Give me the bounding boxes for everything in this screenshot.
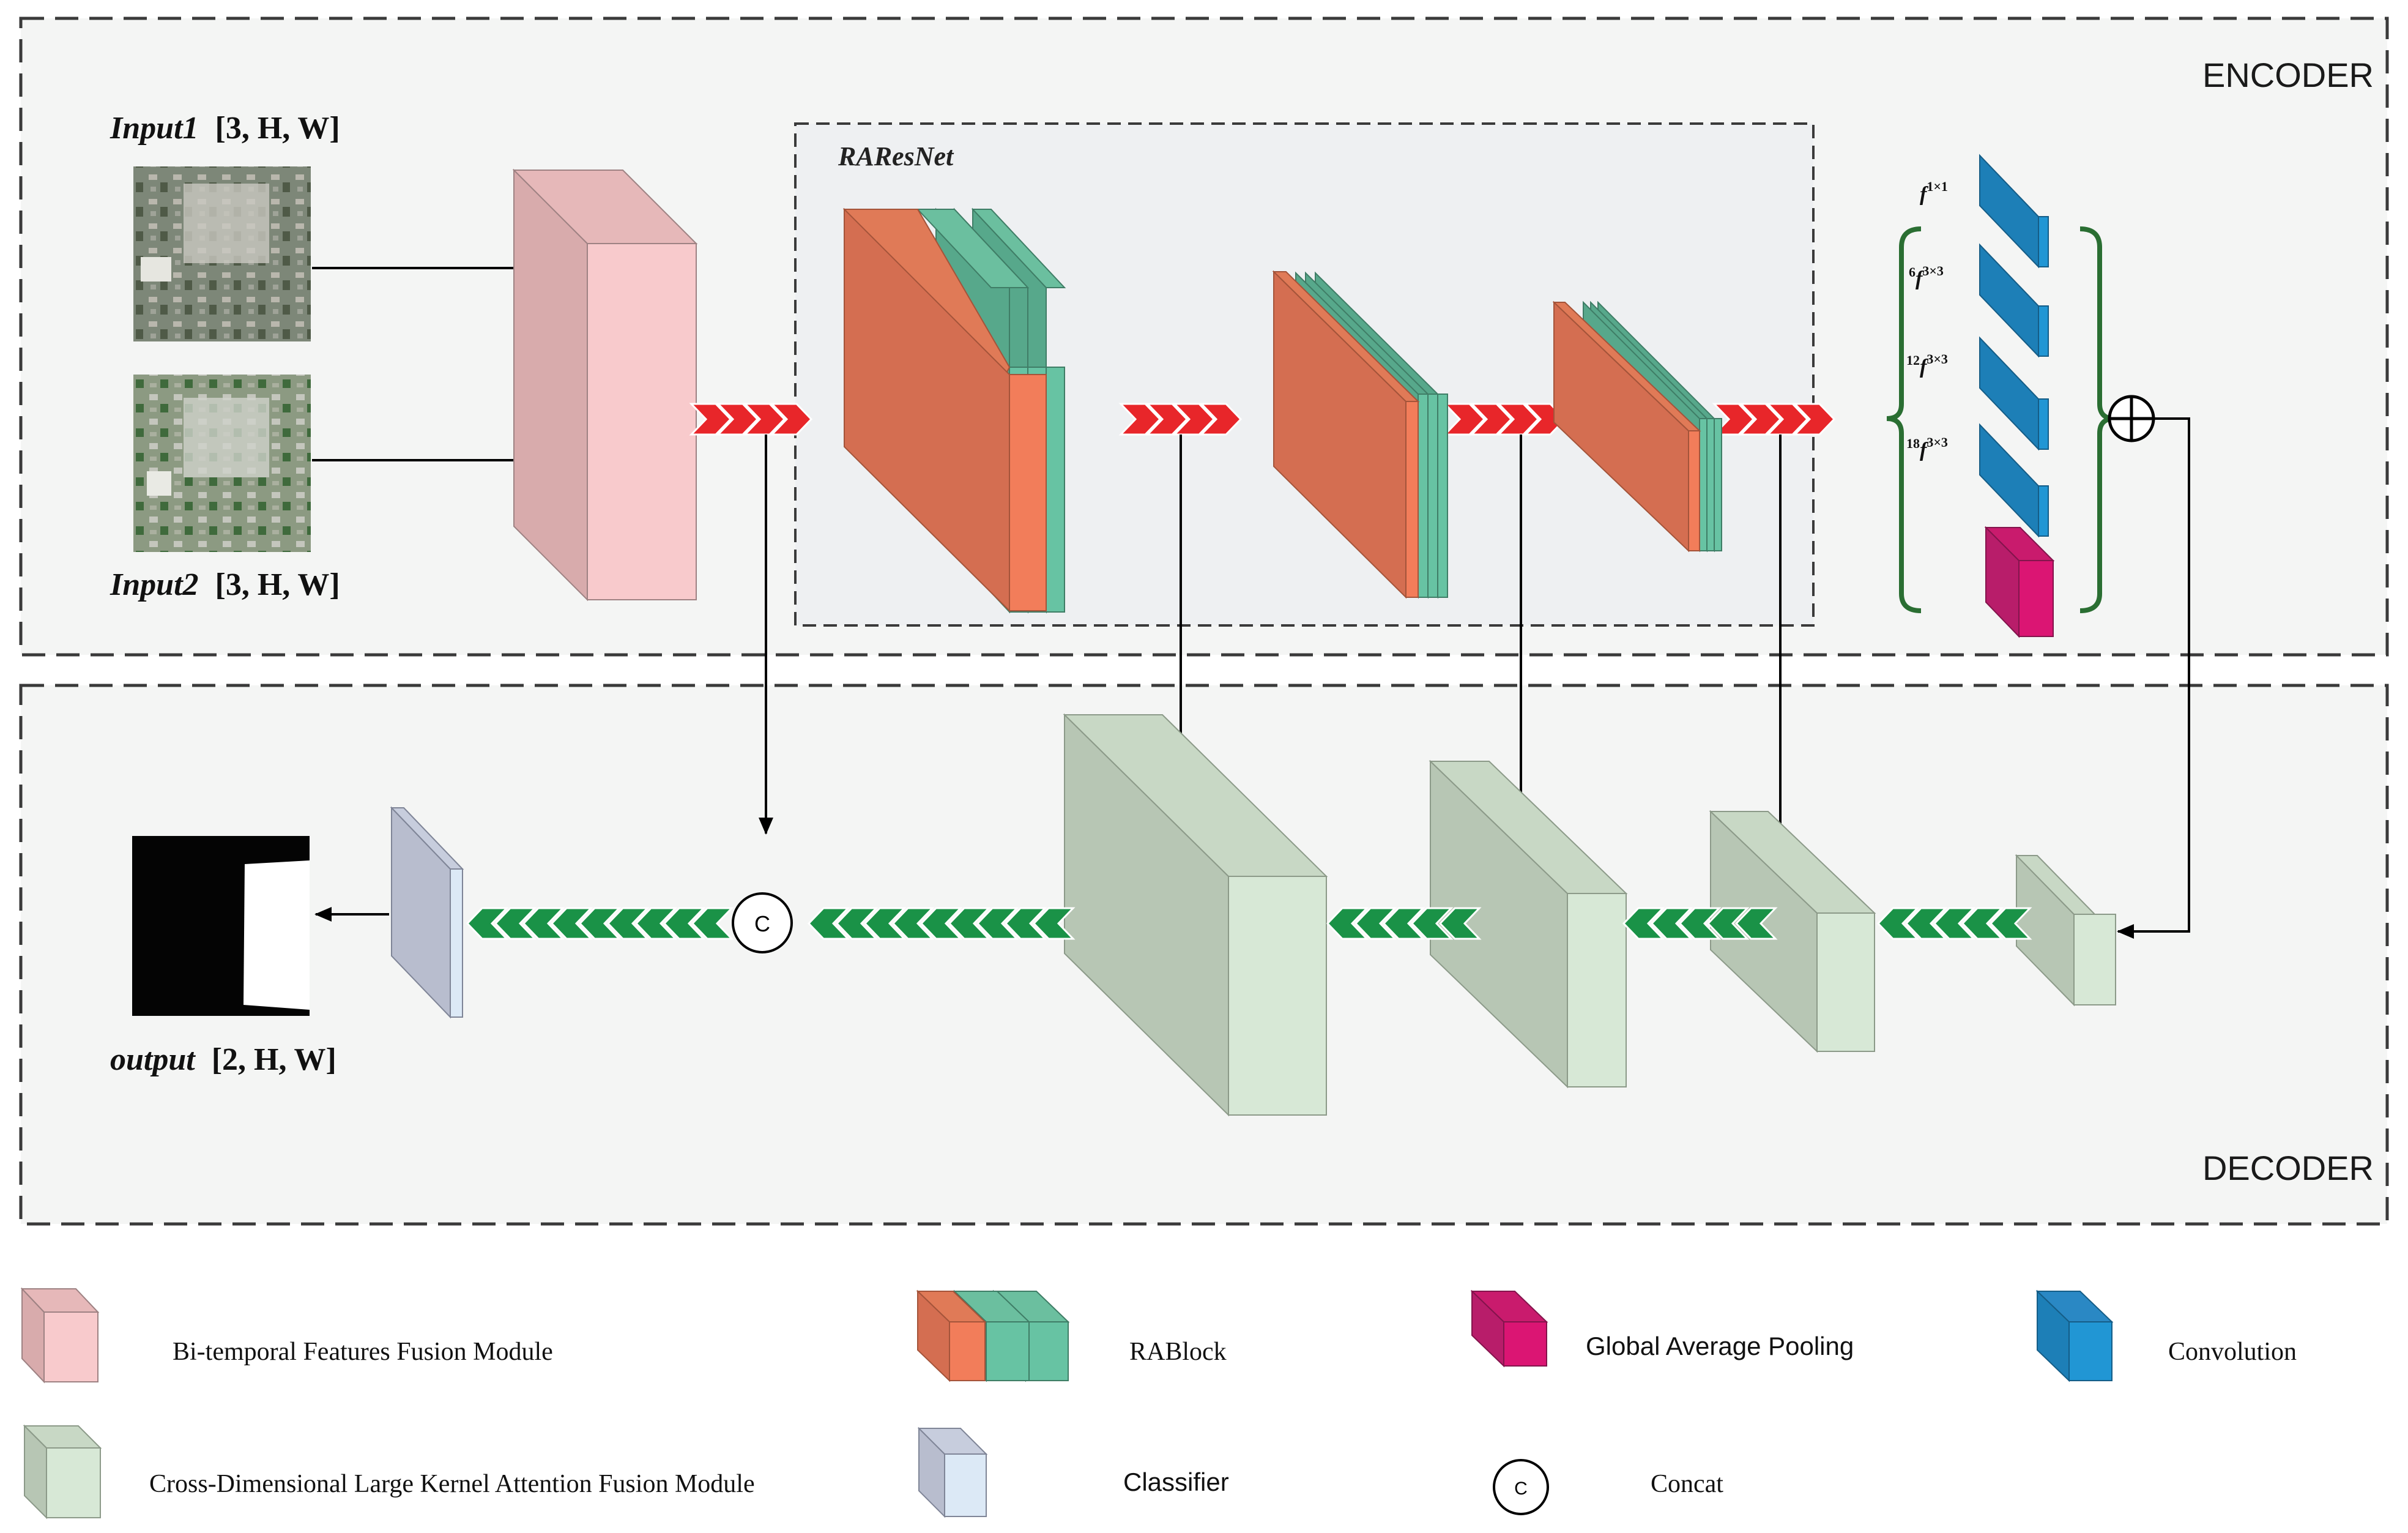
red-chevrons-2	[1120, 403, 1242, 436]
bffm-block	[512, 168, 698, 602]
aspp-label-rate12: 12f3×3	[1906, 351, 1948, 378]
red-chevrons-3	[1444, 403, 1566, 436]
legend-label-cdlka: Cross-Dimensional Large Kernel Attention…	[149, 1470, 755, 1498]
global-avg-pool-block	[1984, 526, 2055, 638]
cdlka-block-4	[2015, 854, 2116, 1007]
sum-icon	[2108, 395, 2155, 442]
green-chevrons-2	[1326, 907, 1481, 940]
legend-swatch-classifier	[917, 1427, 988, 1518]
legend-swatch-bffm	[20, 1287, 100, 1384]
green-chevrons-1	[808, 907, 1074, 940]
conv-3x3-rate18-block	[1979, 423, 2049, 538]
classifier-block	[390, 806, 464, 1019]
encoder-label: ENCODER	[2202, 56, 2374, 94]
aspp-left-brace	[1886, 226, 1922, 613]
input1-image	[133, 166, 311, 341]
legend-swatch-gap	[1470, 1289, 1548, 1368]
svg-text:C: C	[1514, 1479, 1528, 1499]
legend-swatch-rablock	[916, 1289, 1070, 1382]
cdlka-block-1	[1063, 713, 1328, 1117]
legend-label-bffm: Bi-temporal Features Fusion Module	[173, 1338, 553, 1366]
legend-label-conv: Convolution	[2168, 1338, 2297, 1366]
cdlka-block-2	[1429, 759, 1628, 1089]
legend-label-gap: Global Average Pooling	[1586, 1332, 1854, 1360]
aspp-to-decoder-arrow	[2117, 417, 2190, 939]
svg-text:C: C	[754, 911, 770, 936]
aspp-label-rate6: 6f3×3	[1909, 263, 1944, 290]
red-chevrons-4	[1713, 403, 1835, 436]
conv-3x3-rate6-block	[1979, 243, 2049, 358]
aspp-label-rate18: 18f3×3	[1906, 435, 1948, 461]
aspp-label-1x1: f1×1	[1920, 179, 1948, 206]
rablock-stage-2	[1272, 270, 1448, 599]
rablock-stage-1	[842, 207, 1066, 614]
legend-label-classifier: Classifier	[1123, 1468, 1229, 1496]
legend-swatch-concat: C	[1493, 1459, 1549, 1515]
output-label: output [2, H, W]	[110, 1042, 336, 1077]
decoder-label: DECODER	[2202, 1149, 2374, 1187]
red-chevrons-1	[690, 403, 812, 436]
rablock-stage-3	[1552, 300, 1722, 553]
input1-label: Input1 [3, H, W]	[110, 111, 340, 146]
conv-3x3-rate12-block	[1979, 336, 2049, 451]
green-chevrons-0	[466, 907, 733, 940]
input2-image	[133, 375, 311, 552]
cdlka-block-3	[1709, 810, 1876, 1053]
legend-label-rablock: RABlock	[1129, 1338, 1227, 1366]
legend-label-concat: Concat	[1651, 1470, 1723, 1498]
legend-swatch-conv	[2035, 1289, 2114, 1382]
raresnet-label: RAResNet	[838, 141, 954, 171]
legend-swatch-cdlka	[23, 1424, 102, 1520]
green-chevrons-4	[1877, 907, 2031, 940]
concat-icon: C	[732, 892, 793, 953]
conv-1x1-block	[1979, 154, 2049, 269]
input2-label: Input2 [3, H, W]	[110, 567, 340, 602]
green-chevrons-3	[1622, 907, 1777, 940]
output-mask	[132, 836, 310, 1016]
